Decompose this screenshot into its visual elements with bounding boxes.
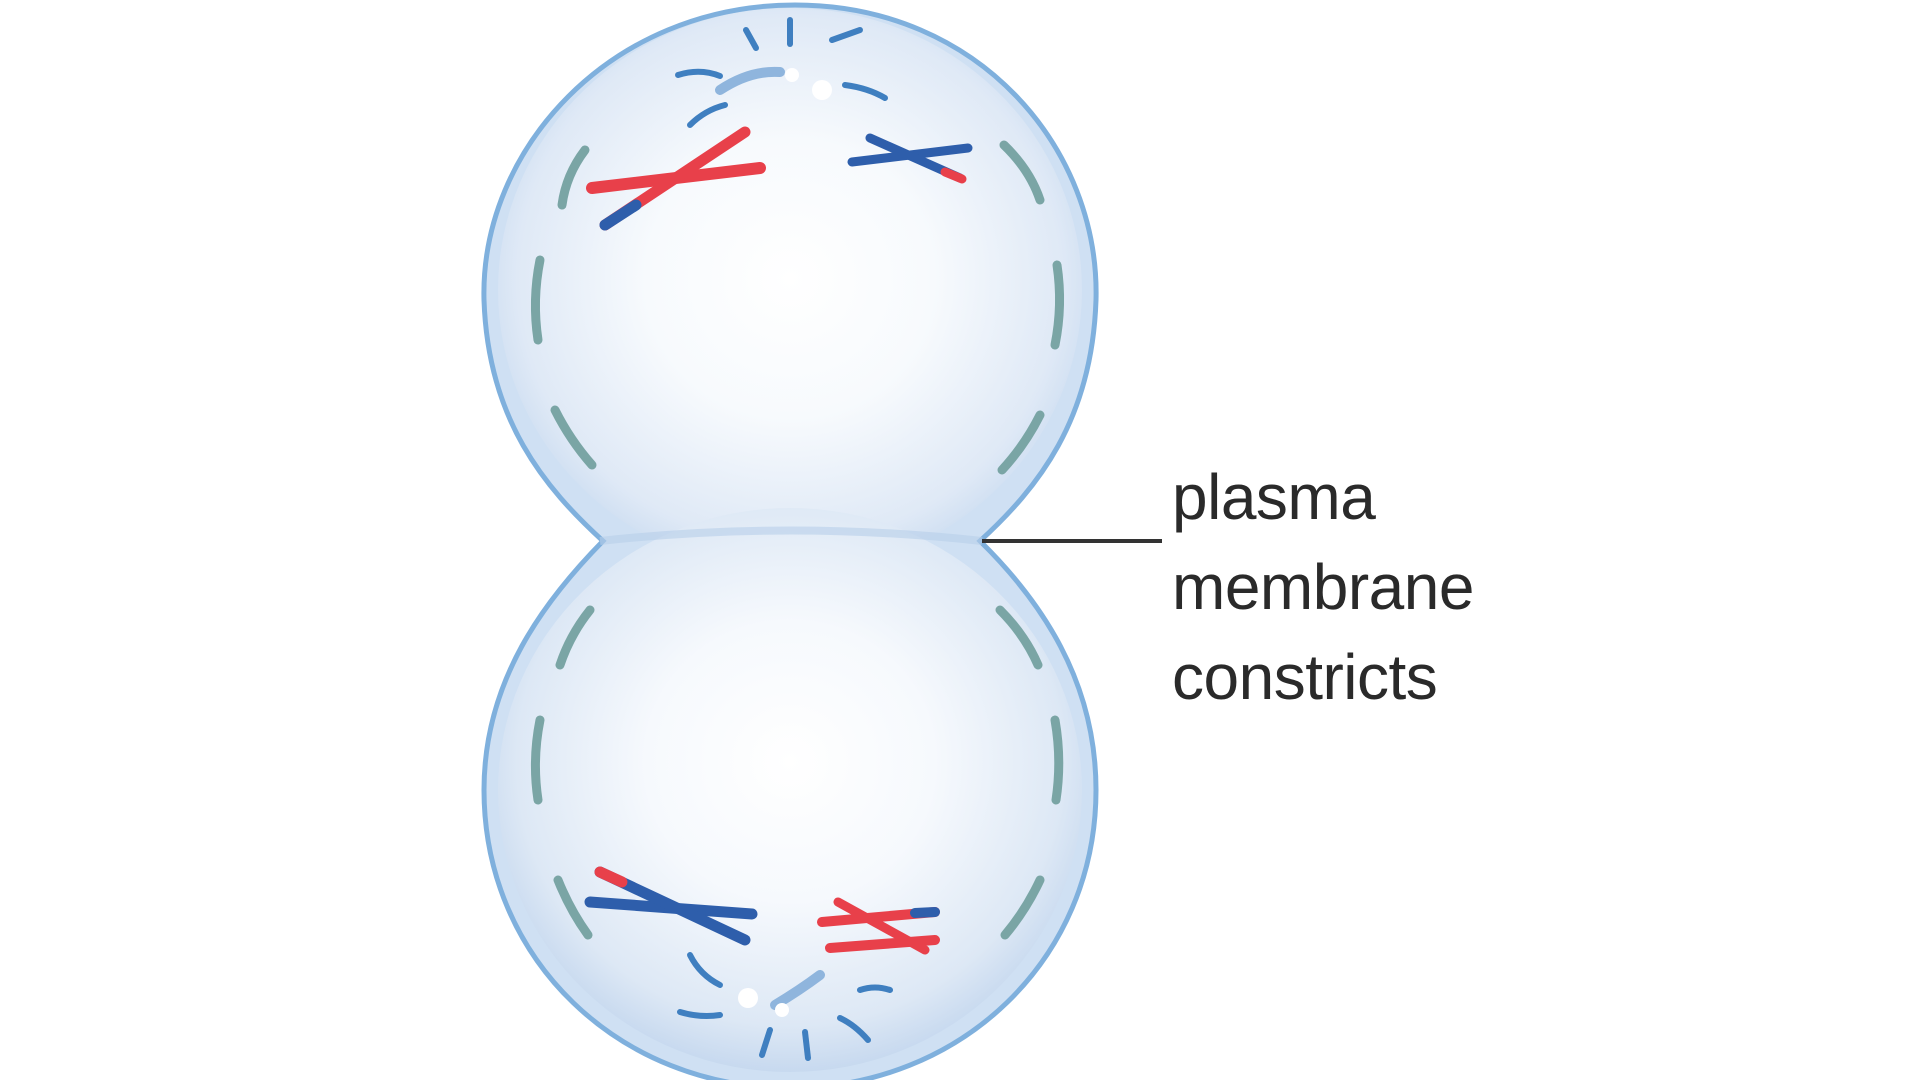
lower-chromosome-left — [584, 866, 758, 946]
lower-centriole — [738, 988, 758, 1008]
lower-daughter-cell — [498, 508, 1082, 1072]
label-line: plasma — [1172, 461, 1376, 533]
upper-daughter-cell — [498, 8, 1082, 572]
upper-centriole — [812, 80, 832, 100]
upper-centriole — [785, 68, 799, 82]
lower-spindle-pole — [677, 952, 893, 1061]
lower-centriole — [775, 1003, 789, 1017]
upper-chromosome-right — [847, 133, 973, 184]
plasma-membrane-label: plasma membrane constricts — [1172, 452, 1474, 722]
lower-nuclear-envelope — [530, 605, 1064, 940]
label-line: constricts — [1172, 641, 1438, 713]
upper-chromosome-left — [586, 126, 766, 231]
lower-chromosome-right — [817, 897, 940, 955]
upper-spindle-pole — [675, 17, 888, 128]
cleavage-furrow — [599, 526, 983, 545]
upper-nuclear-envelope — [530, 140, 1065, 475]
label-line: membrane — [1172, 551, 1474, 623]
